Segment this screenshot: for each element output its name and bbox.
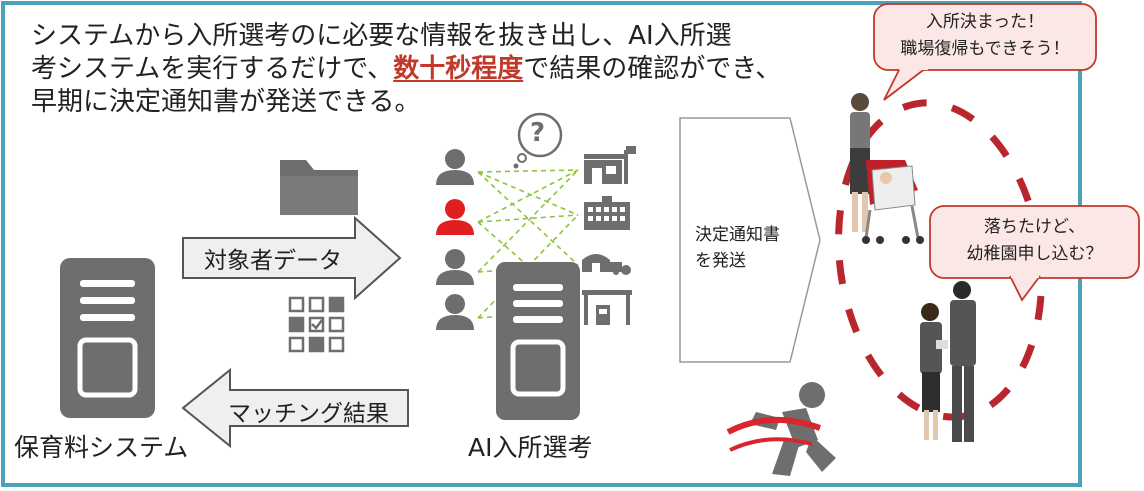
speech-bubble-alternative-line-2: 幼稚園申し込む？ (966, 244, 1103, 264)
back-arrow-label: マッチング結果 (228, 401, 389, 427)
speech-bubble-happy (873, 3, 1097, 101)
send-notice-chevron (679, 117, 821, 363)
person-icon (436, 149, 474, 185)
question-mark-glyph: ? (530, 118, 546, 148)
intro-text: システムから入所選考のに必要な情報を抜き出し、AI入所選 考システムを実行するだ… (31, 20, 791, 119)
question-thought-bubble-icon (513, 112, 563, 169)
speech-bubble-happy-line-2: 職場復帰もできそう！ (900, 39, 1070, 59)
speech-bubble-happy-text: 入所決まった！ 職場復帰もできそう！ (874, 9, 1096, 63)
send-notice-line-1: 決定通知書 (695, 225, 780, 245)
back-arrow (181, 367, 409, 449)
couple-icon (920, 281, 976, 442)
intro-line-2: 考システムを実行するだけで、数十秒程度で結果の確認ができ、 (31, 53, 791, 86)
intro-line-2-start: 考システムを実行するだけで、 (31, 54, 394, 84)
speech-bubble-alternative (929, 205, 1140, 302)
running-person-icon (726, 382, 836, 476)
person-icon (436, 294, 474, 330)
ai-system-label: AI入所選考 (468, 433, 593, 462)
forward-arrow-label: 対象者データ (204, 248, 342, 274)
farm-icon (582, 254, 631, 275)
speech-bubble-happy-line-1: 入所決まった！ (925, 12, 1045, 32)
person-icon (436, 249, 474, 285)
intro-line-2-end: で結果の確認ができ、 (523, 54, 782, 84)
intro-line-1: システムから入所選考のに必要な情報を抜き出し、AI入所選 (31, 21, 732, 51)
school-building-icon (584, 196, 630, 230)
send-notice-label: 決定通知書 を発送 (695, 222, 780, 274)
source-system-label: 保育料システム (14, 433, 189, 462)
nursery-building-icon (584, 146, 636, 184)
source-server-icon (60, 258, 155, 418)
highlight-text: 数十秒程度 (393, 54, 524, 84)
folder-icon (280, 160, 358, 215)
person-icon-highlighted (436, 199, 474, 235)
ai-server-icon (496, 262, 580, 420)
speech-bubble-alternative-line-1: 落ちたけど、 (983, 217, 1086, 237)
gas-station-icon (582, 290, 632, 325)
send-notice-line-2: を発送 (695, 251, 746, 271)
checklist-grid-icon (288, 296, 345, 353)
forward-arrow (182, 215, 402, 301)
speech-bubble-alternative-text: 落ちたけど、 幼稚園申し込む？ (930, 214, 1139, 268)
intro-line-3: 早期に決定通知書が発送できる。 (31, 87, 421, 117)
parent-with-stroller-icon (850, 93, 924, 244)
